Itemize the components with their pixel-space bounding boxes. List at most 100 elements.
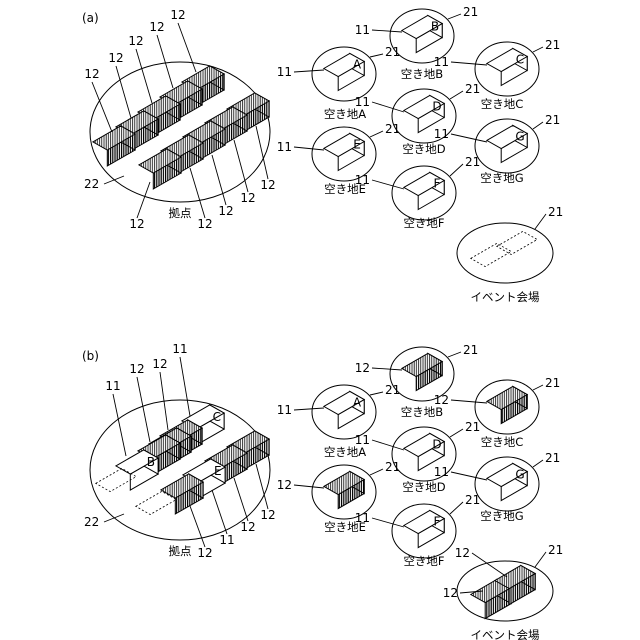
event-container-leader — [472, 553, 507, 577]
lot-box-leader — [451, 62, 487, 65]
lot-box-b[interactable] — [402, 353, 442, 390]
lot-box-leader — [372, 102, 404, 112]
lot-ellipse-label: 21 — [465, 82, 480, 96]
base-container[interactable] — [93, 126, 135, 166]
lot-ellipse-label: 21 — [463, 343, 478, 357]
box-letter: G — [515, 468, 524, 482]
base-container-ref: 12 — [129, 217, 144, 231]
lot-ellipse-leader — [450, 502, 463, 514]
lot-name: 空き地F — [403, 216, 444, 230]
lot-name: 空き地C — [481, 435, 524, 449]
lot-box-leader — [372, 518, 404, 527]
lot-name: 空き地B — [401, 405, 443, 419]
box-letter: C — [213, 410, 221, 424]
box-letter: D — [432, 100, 441, 114]
lot-box-leader — [451, 472, 487, 480]
lot-box-ref: 11 — [434, 127, 449, 141]
base-name: 拠点 — [169, 206, 192, 220]
event-ellipse — [457, 223, 553, 283]
base-container-ref: 12 — [240, 191, 255, 205]
base-container-ref: 12 — [240, 520, 255, 534]
lot-box-leader — [294, 485, 324, 488]
lot-ellipse-label: 21 — [463, 5, 478, 19]
box-letter: A — [353, 396, 362, 410]
lot-box-leader — [294, 408, 324, 410]
base-ellipse-leader — [104, 514, 124, 522]
lot-box-b[interactable]: B — [402, 16, 442, 53]
lot-ellipse-leader — [448, 14, 461, 19]
base-container-ref: 12 — [197, 217, 212, 231]
panel-label: (a) — [82, 11, 99, 25]
base-container-ref: 12 — [152, 357, 167, 371]
base-container-ref: 12 — [128, 34, 143, 48]
lot-name: 空き地D — [402, 480, 445, 494]
panel-label: (b) — [82, 349, 99, 363]
lot-box-a[interactable]: A — [324, 54, 364, 91]
lot-box-ref: 11 — [277, 403, 292, 417]
base-container-ref: 12 — [170, 8, 185, 22]
box-letter: E — [214, 464, 222, 478]
lot-box-ref: 12 — [434, 393, 449, 407]
box-letter: B — [431, 20, 439, 34]
base-container[interactable] — [139, 149, 181, 189]
lot-box-ref: 11 — [277, 140, 292, 154]
event-ellipse-leader — [535, 214, 546, 229]
lot-box-c[interactable] — [487, 386, 527, 423]
lot-box-ref: 12 — [355, 361, 370, 375]
lot-ellipse-leader — [370, 54, 383, 57]
base-container-leader — [212, 490, 227, 534]
base-container-leader — [137, 182, 150, 218]
base-container-leader — [234, 478, 248, 521]
lot-box-ref: 11 — [355, 173, 370, 187]
event-name: イベント会場 — [471, 628, 540, 640]
lot-box-ref: 11 — [434, 465, 449, 479]
base-container-ref: 12 — [197, 546, 212, 560]
lot-box-leader — [451, 134, 487, 142]
base-container-leader — [136, 49, 152, 103]
box-letter: E — [353, 138, 361, 152]
lot-box-e[interactable]: E — [324, 133, 364, 170]
event-name: イベント会場 — [471, 290, 540, 304]
base-container-ref: 11 — [219, 533, 234, 547]
lot-box-g[interactable]: G — [487, 125, 527, 162]
base-container-leader — [157, 35, 173, 88]
lot-box-leader — [372, 30, 402, 32]
base-ellipse-label: 22 — [84, 177, 99, 191]
lot-box-ref: 11 — [355, 511, 370, 525]
lot-box-a[interactable]: A — [324, 391, 364, 428]
base-container-ref: 12 — [129, 362, 144, 376]
base-container-leader — [190, 168, 205, 218]
base-container-ref: 12 — [218, 204, 233, 218]
box-letter: C — [516, 53, 524, 67]
base-container-leader — [137, 377, 150, 442]
lot-ellipse-leader — [450, 429, 463, 437]
lot-box-ref: 11 — [355, 95, 370, 109]
event-container-ref: 12 — [455, 546, 470, 560]
base-container[interactable]: B — [116, 450, 158, 490]
base-container-ref: 12 — [260, 508, 275, 522]
base-container-ref: 12 — [108, 51, 123, 65]
lot-ellipse-leader — [370, 469, 383, 475]
lot-box-f[interactable]: F — [404, 511, 444, 548]
lot-ellipse-label: 21 — [545, 376, 560, 390]
lot-name: 空き地A — [324, 107, 366, 121]
lot-box-leader — [372, 180, 404, 189]
lot-ellipse-leader — [370, 392, 383, 395]
lot-box-c[interactable]: C — [487, 49, 527, 86]
lot-box-ref: 11 — [434, 55, 449, 69]
lot-ellipse-leader — [448, 352, 461, 357]
base-container-leader — [256, 464, 268, 509]
event-container-ref: 12 — [443, 586, 458, 600]
base-ellipse-label: 22 — [84, 515, 99, 529]
box-letter: F — [434, 177, 441, 191]
lot-box-f[interactable]: F — [404, 172, 444, 209]
base-container[interactable] — [161, 474, 203, 514]
base-container-leader — [180, 357, 190, 416]
lot-box-leader — [372, 440, 404, 450]
lot-box-g[interactable]: G — [487, 463, 527, 500]
base-name: 拠点 — [169, 544, 192, 558]
lot-ellipse-leader — [533, 460, 543, 467]
lot-name: 空き地G — [480, 509, 523, 523]
diagram-layer: (a)拠点22A空き地A1121B空き地B1121C空き地C1121D空き地D1… — [82, 5, 563, 640]
lot-box-e[interactable] — [324, 471, 364, 508]
